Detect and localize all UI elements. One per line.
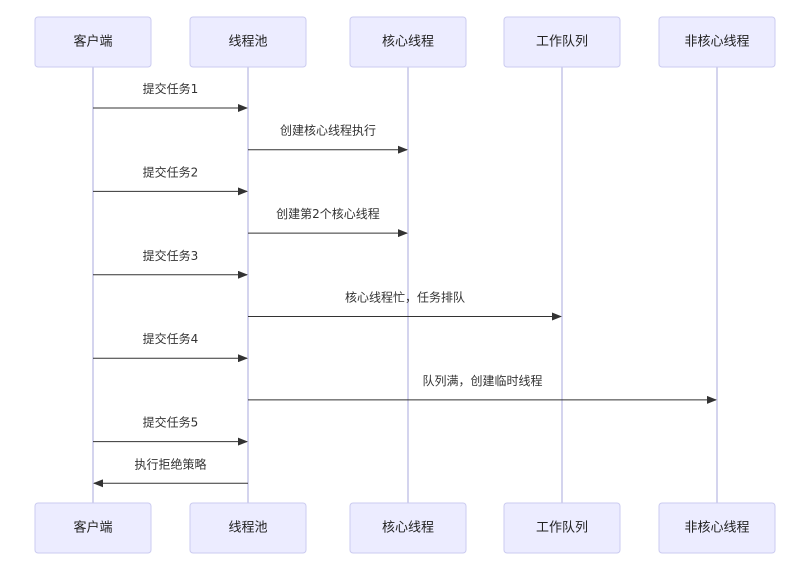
- actor-core-top: 核心线程: [349, 16, 467, 68]
- actor-label: 工作队列: [536, 35, 588, 50]
- actors-bottom: 客户端 线程池 核心线程 工作队列 非核心线程: [34, 502, 776, 554]
- message-7: 提交任务4: [93, 331, 248, 363]
- actor-box: [349, 502, 467, 554]
- message-1: 提交任务1: [93, 81, 248, 112]
- actor-noncore-bottom: 非核心线程: [658, 502, 776, 554]
- actor-core-bottom: 核心线程: [349, 502, 467, 554]
- actor-box: [189, 502, 307, 554]
- message-5: 提交任务3: [93, 248, 248, 279]
- message-label: 提交任务5: [143, 415, 199, 430]
- actor-noncore-top: 非核心线程: [658, 16, 776, 68]
- actor-box: [503, 16, 621, 68]
- message-9: 提交任务5: [93, 415, 248, 446]
- message-label: 创建核心线程执行: [280, 123, 376, 138]
- message-2: 创建核心线程执行: [248, 123, 408, 154]
- message-3: 提交任务2: [93, 164, 248, 196]
- actor-box: [189, 16, 307, 68]
- message-6: 核心线程忙，任务排队: [248, 290, 562, 321]
- actor-label: 客户端: [73, 34, 112, 50]
- lifelines: [92, 67, 718, 503]
- actor-label: 核心线程: [382, 35, 434, 50]
- actor-label: 核心线程: [382, 521, 434, 536]
- actor-pool-top: 线程池: [189, 16, 307, 68]
- actor-label: 线程池: [228, 35, 267, 50]
- actor-box: [503, 502, 621, 554]
- actor-box: [658, 502, 776, 554]
- actor-label: 非核心线程: [684, 521, 749, 536]
- message-4: 创建第2个核心线程: [248, 206, 408, 238]
- message-label: 提交任务2: [143, 164, 199, 179]
- message-10: 执行拒绝策略: [93, 456, 248, 488]
- actor-label: 工作队列: [536, 521, 588, 536]
- actor-pool-bottom: 线程池: [189, 502, 307, 554]
- message-8: 队列满，创建临时线程: [248, 373, 717, 404]
- actor-box: [658, 16, 776, 68]
- actor-box: [34, 16, 152, 68]
- actor-queue-bottom: 工作队列: [503, 502, 621, 554]
- actors-top: 客户端 线程池 核心线程 工作队列 非核心线程: [34, 16, 776, 68]
- message-label: 创建第2个核心线程: [276, 206, 380, 221]
- message-label: 提交任务1: [143, 81, 199, 96]
- actor-label: 客户端: [73, 520, 112, 536]
- message-label: 队列满，创建临时线程: [422, 373, 542, 388]
- message-label: 执行拒绝策略: [134, 456, 206, 471]
- message-label: 提交任务4: [143, 331, 199, 346]
- message-label: 核心线程忙，任务排队: [345, 290, 465, 305]
- actor-client-top: 客户端: [34, 16, 152, 68]
- actor-box: [34, 502, 152, 554]
- actor-box: [349, 16, 467, 68]
- actor-queue-top: 工作队列: [503, 16, 621, 68]
- actor-label: 非核心线程: [684, 35, 749, 50]
- actor-label: 线程池: [228, 521, 267, 536]
- message-label: 提交任务3: [143, 248, 199, 263]
- actor-client-bottom: 客户端: [34, 502, 152, 554]
